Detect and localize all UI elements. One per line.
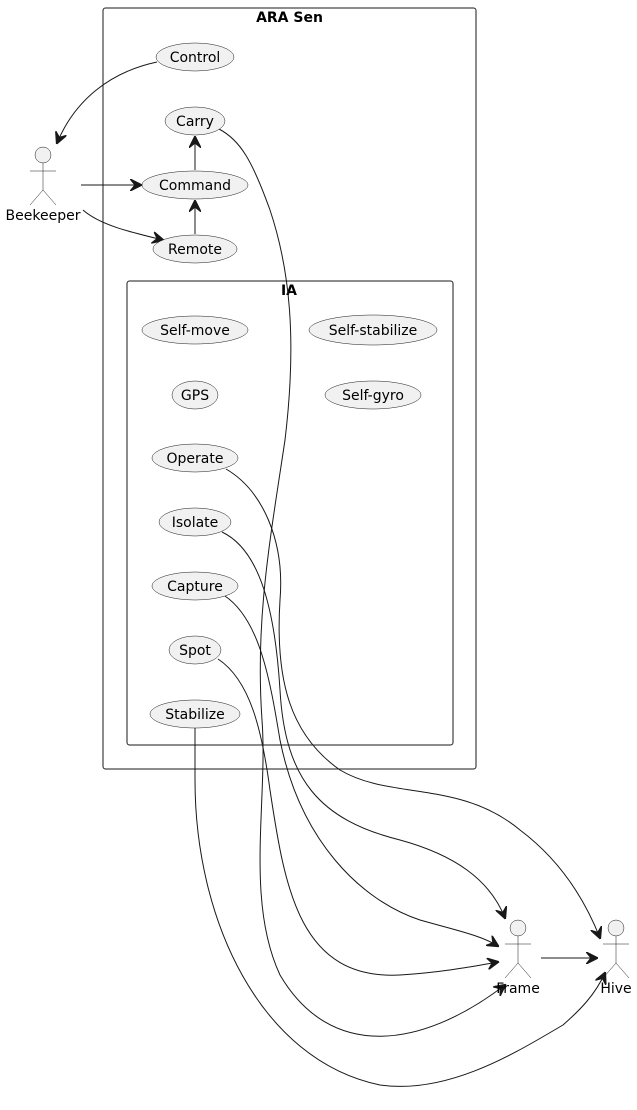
use-case-label: Capture xyxy=(167,579,223,595)
use-case-label: Remote xyxy=(168,242,222,258)
package-title-ia: IA xyxy=(281,283,297,299)
use-case-label: Isolate xyxy=(172,515,219,531)
actor-stick-figure-icon xyxy=(602,919,630,979)
use-case-label: Control xyxy=(170,50,221,66)
package-title-ara-sen: ARA Sen xyxy=(256,10,323,26)
package-ara-sen: ARA Sen xyxy=(102,7,477,770)
relations xyxy=(57,61,605,1087)
use-case-label: Self-move xyxy=(160,323,230,339)
use-case-capture[interactable]: Capture xyxy=(151,571,239,601)
use-case-self-move[interactable]: Self-move xyxy=(141,315,249,345)
use-case-stabilize[interactable]: Stabilize xyxy=(149,699,241,729)
actor-frame[interactable]: Frame xyxy=(496,919,540,997)
actor-stick-figure-icon xyxy=(504,919,532,979)
edge-stabilize-hive xyxy=(194,727,605,1087)
use-case-label: Self-gyro xyxy=(342,388,404,404)
use-case-isolate[interactable]: Isolate xyxy=(158,507,232,537)
use-case-label: Spot xyxy=(179,643,211,659)
edge-operate-hive xyxy=(225,468,600,938)
actor-hive[interactable]: Hive xyxy=(600,919,632,997)
edge-beekeeper-remote xyxy=(82,209,163,240)
use-case-self-gyro[interactable]: Self-gyro xyxy=(324,380,422,410)
use-case-label: Carry xyxy=(176,114,214,130)
actor-label: Frame xyxy=(496,981,540,997)
use-case-self-stabilize[interactable]: Self-stabilize xyxy=(308,314,438,346)
use-case-label: GPS xyxy=(181,388,209,404)
use-case-control[interactable]: Control xyxy=(155,42,235,72)
use-case-carry[interactable]: Carry xyxy=(164,106,226,136)
use-case-label: Self-stabilize xyxy=(329,323,417,339)
edge-carry-frame xyxy=(218,128,505,1037)
edge-spot-frame xyxy=(217,658,498,976)
use-case-command[interactable]: Command xyxy=(141,170,249,200)
actor-beekeeper[interactable]: Beekeeper xyxy=(6,146,81,224)
use-case-spot[interactable]: Spot xyxy=(168,635,222,665)
use-case-operate[interactable]: Operate xyxy=(151,443,239,473)
use-case-label: Operate xyxy=(167,451,224,467)
edge-capture-frame xyxy=(224,595,498,946)
package-ia: IA xyxy=(126,280,454,746)
use-case-label: Stabilize xyxy=(165,707,224,723)
actor-label: Hive xyxy=(600,981,631,997)
actor-stick-figure-icon xyxy=(29,146,57,206)
edge-isolate-frame xyxy=(221,531,505,918)
actor-label: Beekeeper xyxy=(6,208,81,224)
use-case-label: Command xyxy=(159,178,231,194)
use-case-remote[interactable]: Remote xyxy=(152,234,238,264)
edge-control-beekeeper xyxy=(57,61,158,143)
use-case-gps[interactable]: GPS xyxy=(171,380,219,410)
